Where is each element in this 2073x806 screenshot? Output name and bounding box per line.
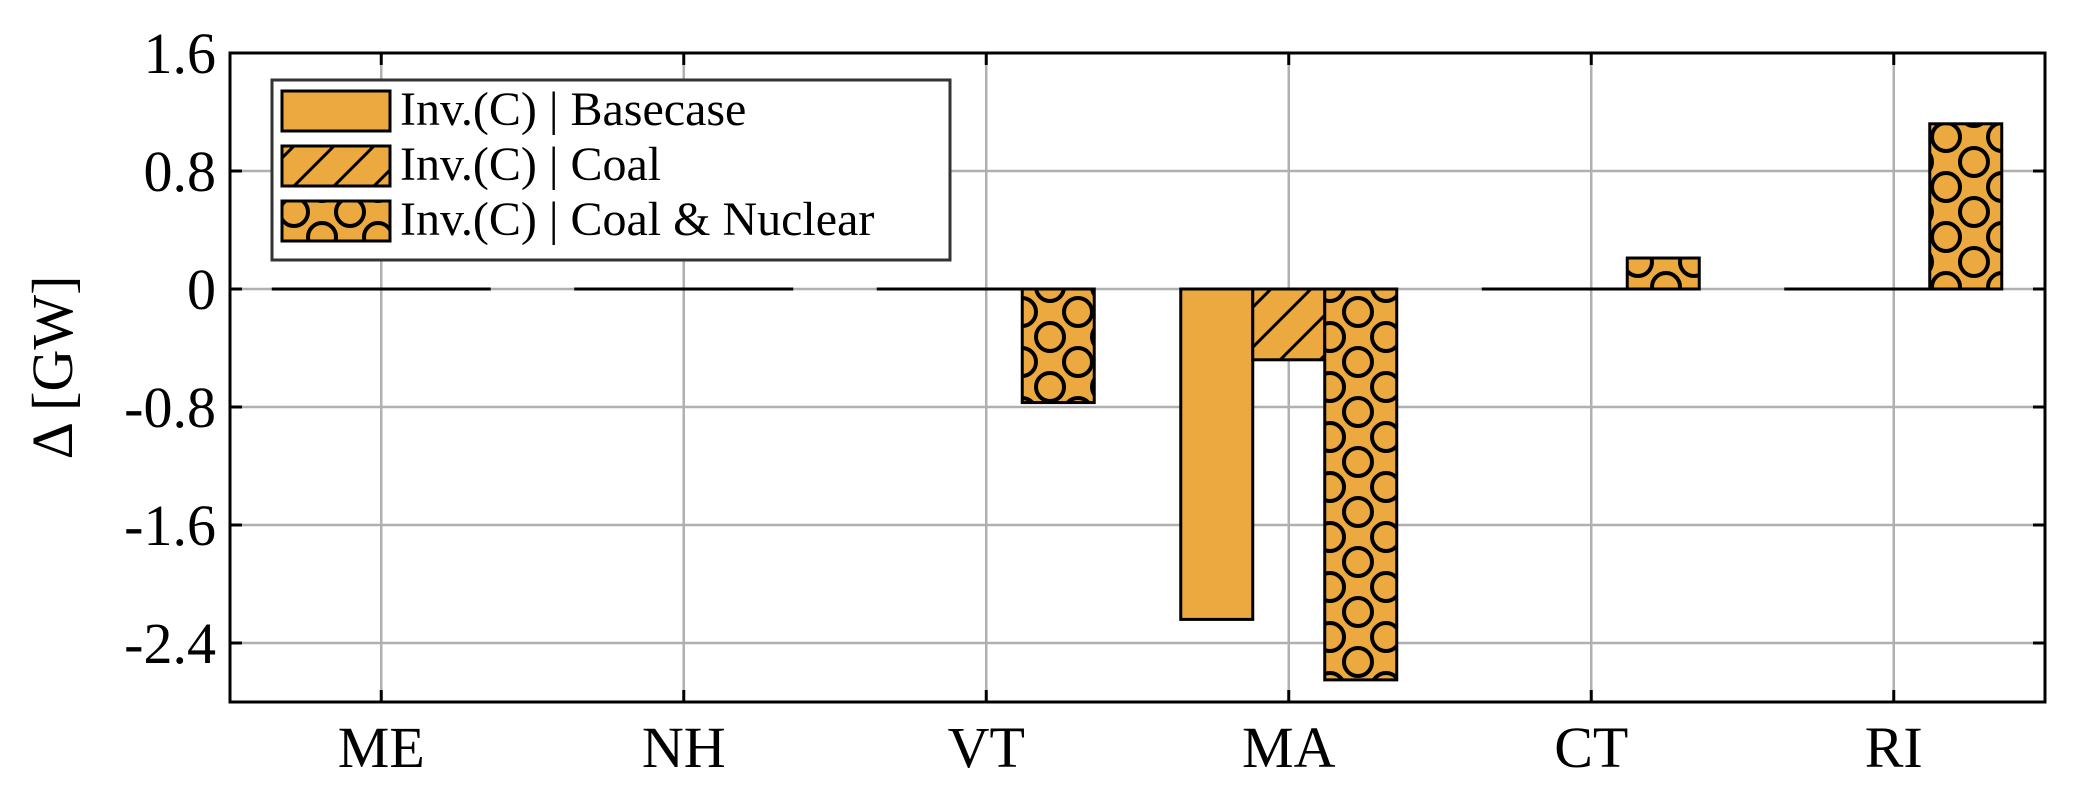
x-tick-label-ri: RI [1865,715,1923,780]
legend-label-2: Inv.(C) | Coal [400,138,661,191]
legend-swatch-2 [280,144,392,188]
x-tick-label-vt: VT [948,715,1025,780]
x-tick-label-me: ME [338,715,425,780]
y-tick-label-0: 1.6 [144,21,217,86]
y-axis-label: Δ [GW] [20,276,85,460]
bars [271,122,2004,682]
bar-vt-series-3 [1020,287,1096,405]
x-tick-label-ct: CT [1554,715,1628,780]
bar-ct-series-3 [1625,256,1701,291]
bar-ma-series-3 [1323,287,1399,682]
x-tick-labels: ME NH VT MA CT RI [338,715,1923,780]
y-tick-labels: 1.6 0.8 0 -0.8 -1.6 -2.4 [124,21,216,676]
legend-swatch-3 [280,199,392,243]
y-tick-label-5: -2.4 [124,611,216,676]
bar-ma-series-2 [1251,287,1327,362]
y-tick-label-3: -0.8 [124,375,216,440]
y-tick-label-1: 0.8 [144,139,217,204]
axis-ticks [230,51,2045,702]
x-tick-label-nh: NH [642,715,726,780]
y-tick-label-2: 0 [187,257,216,322]
legend-label-1: Inv.(C) | Basecase [400,83,746,136]
plot-frame [228,51,2047,704]
x-tick-label-ma: MA [1242,715,1336,780]
bar-ri-series-3 [1928,122,2004,291]
legend-swatch-1 [280,89,392,133]
bar-ma-series-1 [1179,287,1255,621]
legend-label-3: Inv.(C) | Coal & Nuclear [400,193,874,246]
y-tick-label-4: -1.6 [124,493,216,558]
